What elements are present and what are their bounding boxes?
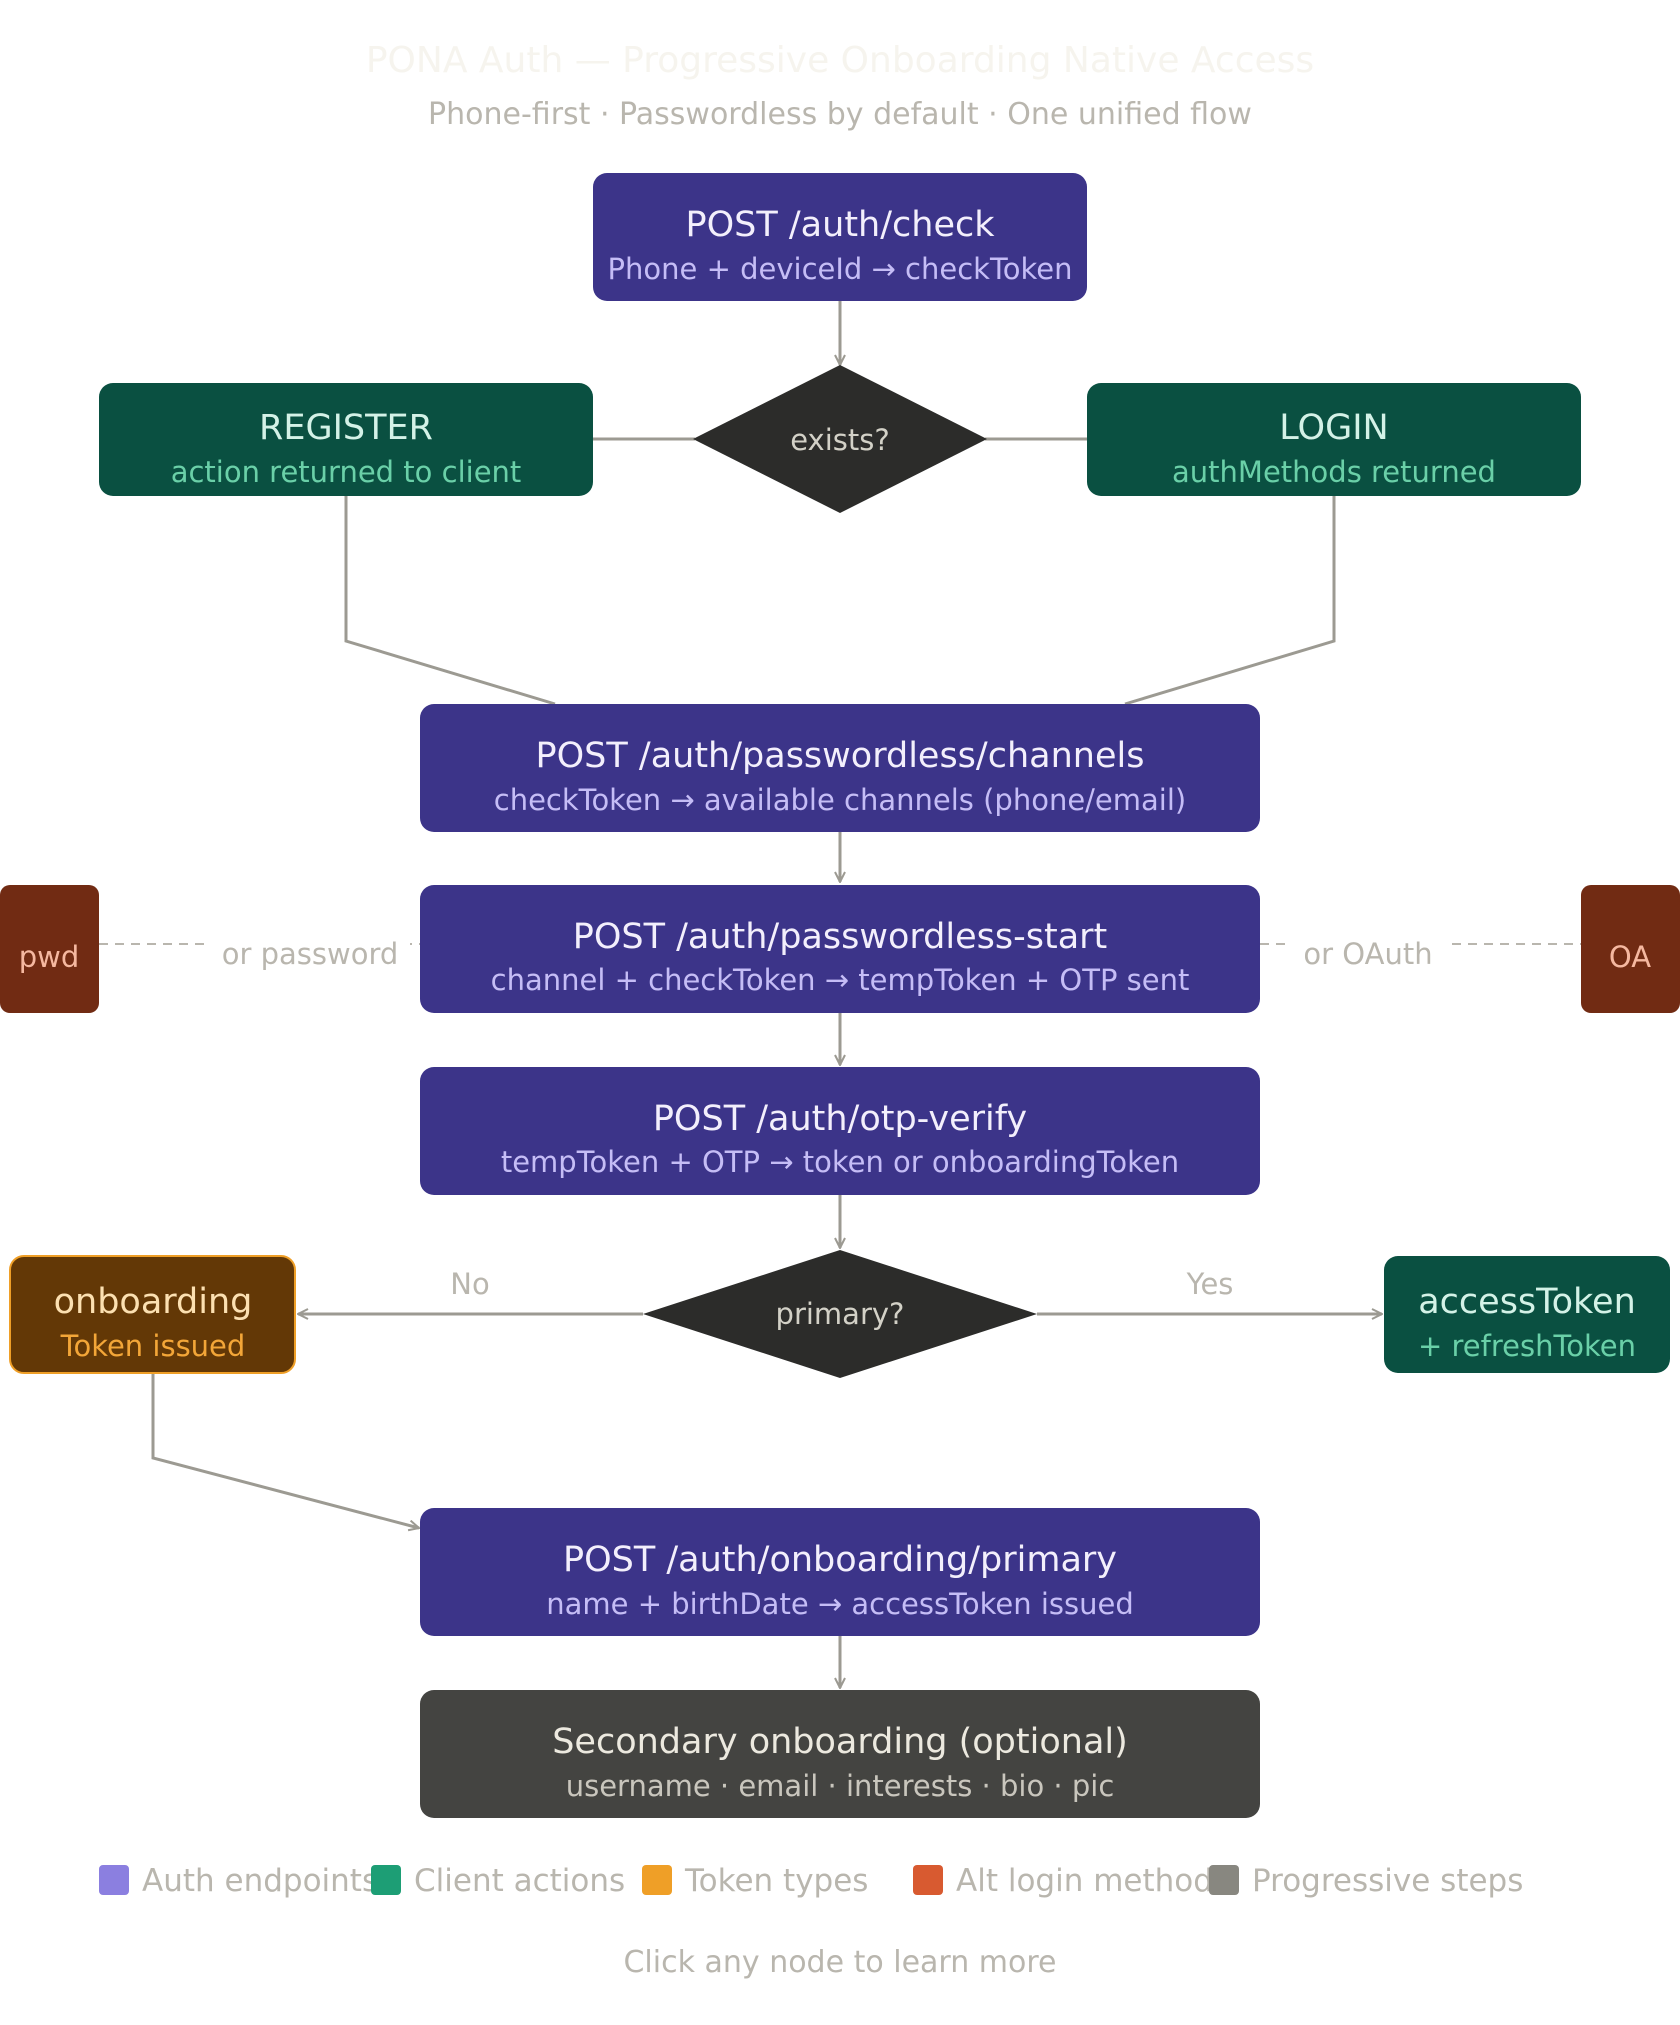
diagram-title: PONA Auth — Progressive Onboarding Nativ… (366, 40, 1314, 81)
diagram-subtitle: Phone-first · Passwordless by default · … (428, 97, 1252, 132)
node-login[interactable]: LOGIN authMethods returned (1087, 383, 1581, 496)
node-label: OA (1609, 940, 1651, 974)
legend-label: Token types (684, 1863, 868, 1899)
node-subtitle: channel + checkToken → tempToken + OTP s… (491, 963, 1190, 997)
node-onboarding-token[interactable]: onboarding Token issued (9, 1255, 296, 1374)
legend-item-progressive-steps: Progressive steps (1209, 1863, 1523, 1899)
node-subtitle: Phone + deviceId → checkToken (608, 252, 1073, 286)
legend-label: Auth endpoints (142, 1863, 378, 1899)
edges-layer (99, 301, 1581, 1688)
legend-swatch (913, 1865, 943, 1895)
edge-label-or-oauth: or OAuth (1303, 937, 1432, 971)
legend-item-token-types: Token types (642, 1863, 868, 1899)
legend-swatch (99, 1865, 129, 1895)
node-title: LOGIN (1279, 408, 1388, 448)
node-subtitle: username · email · interests · bio · pic (566, 1769, 1115, 1803)
node-subtitle: checkToken → available channels (phone/e… (494, 783, 1186, 817)
legend: Auth endpoints Client actions Token type… (99, 1863, 1523, 1899)
legend-item-auth-endpoints: Auth endpoints (99, 1863, 378, 1899)
node-title: POST /auth/check (686, 205, 996, 245)
node-title: POST /auth/otp-verify (653, 1099, 1027, 1139)
legend-swatch (371, 1865, 401, 1895)
edge-label-backing (1290, 925, 1445, 965)
node-register[interactable]: REGISTER action returned to client (99, 383, 593, 496)
node-title: POST /auth/passwordless-start (573, 917, 1108, 957)
node-alt-oauth[interactable]: OA (1581, 885, 1680, 1013)
legend-label: Alt login methods (956, 1863, 1229, 1899)
decision-label: primary? (776, 1297, 905, 1331)
node-subtitle: name + birthDate → accessToken issued (546, 1587, 1134, 1621)
decision-label: exists? (790, 423, 890, 457)
node-subtitle: Token issued (60, 1329, 246, 1363)
node-passwordless-start[interactable]: POST /auth/passwordless-start channel + … (420, 885, 1260, 1013)
legend-item-client-actions: Client actions (371, 1863, 625, 1899)
node-subtitle: authMethods returned (1172, 455, 1496, 489)
edge-label-yes: Yes (1186, 1267, 1234, 1301)
node-subtitle: action returned to client (171, 455, 522, 489)
node-otp-verify[interactable]: POST /auth/otp-verify tempToken + OTP → … (420, 1067, 1260, 1195)
node-passwordless-channels[interactable]: POST /auth/passwordless/channels checkTo… (420, 704, 1260, 832)
node-alt-password[interactable]: pwd (0, 885, 99, 1013)
edge-register-channels (344, 496, 556, 706)
node-auth-check[interactable]: POST /auth/check Phone + deviceId → chec… (593, 173, 1087, 301)
node-subtitle: tempToken + OTP → token or onboardingTok… (501, 1145, 1179, 1179)
node-title: accessToken (1418, 1282, 1636, 1322)
node-title: REGISTER (259, 408, 433, 448)
footer-hint: Click any node to learn more (623, 1945, 1056, 1980)
legend-label: Progressive steps (1252, 1863, 1523, 1899)
edge-label-or-password: or password (222, 937, 399, 971)
node-title: POST /auth/onboarding/primary (563, 1540, 1117, 1580)
edge-label-backing (210, 925, 410, 965)
node-onboarding-primary[interactable]: POST /auth/onboarding/primary name + bir… (420, 1508, 1260, 1636)
legend-swatch (1209, 1865, 1239, 1895)
legend-swatch (642, 1865, 672, 1895)
node-access-token[interactable]: accessToken + refreshToken (1384, 1256, 1670, 1373)
edge-label-no: No (450, 1267, 489, 1301)
legend-label: Client actions (414, 1863, 625, 1899)
decision-exists[interactable]: exists? (693, 365, 987, 513)
edge-login-channels (1124, 496, 1336, 706)
decision-primary[interactable]: primary? (643, 1250, 1037, 1378)
node-title: POST /auth/passwordless/channels (536, 736, 1145, 776)
node-title: Secondary onboarding (optional) (552, 1722, 1128, 1762)
edge-onboarding-obprimary (151, 1373, 419, 1528)
node-label: pwd (19, 940, 80, 974)
node-title: onboarding (54, 1282, 253, 1322)
node-secondary-onboarding[interactable]: Secondary onboarding (optional) username… (420, 1690, 1260, 1818)
legend-item-alt-login-methods: Alt login methods (913, 1863, 1229, 1899)
node-subtitle: + refreshToken (1418, 1329, 1636, 1363)
